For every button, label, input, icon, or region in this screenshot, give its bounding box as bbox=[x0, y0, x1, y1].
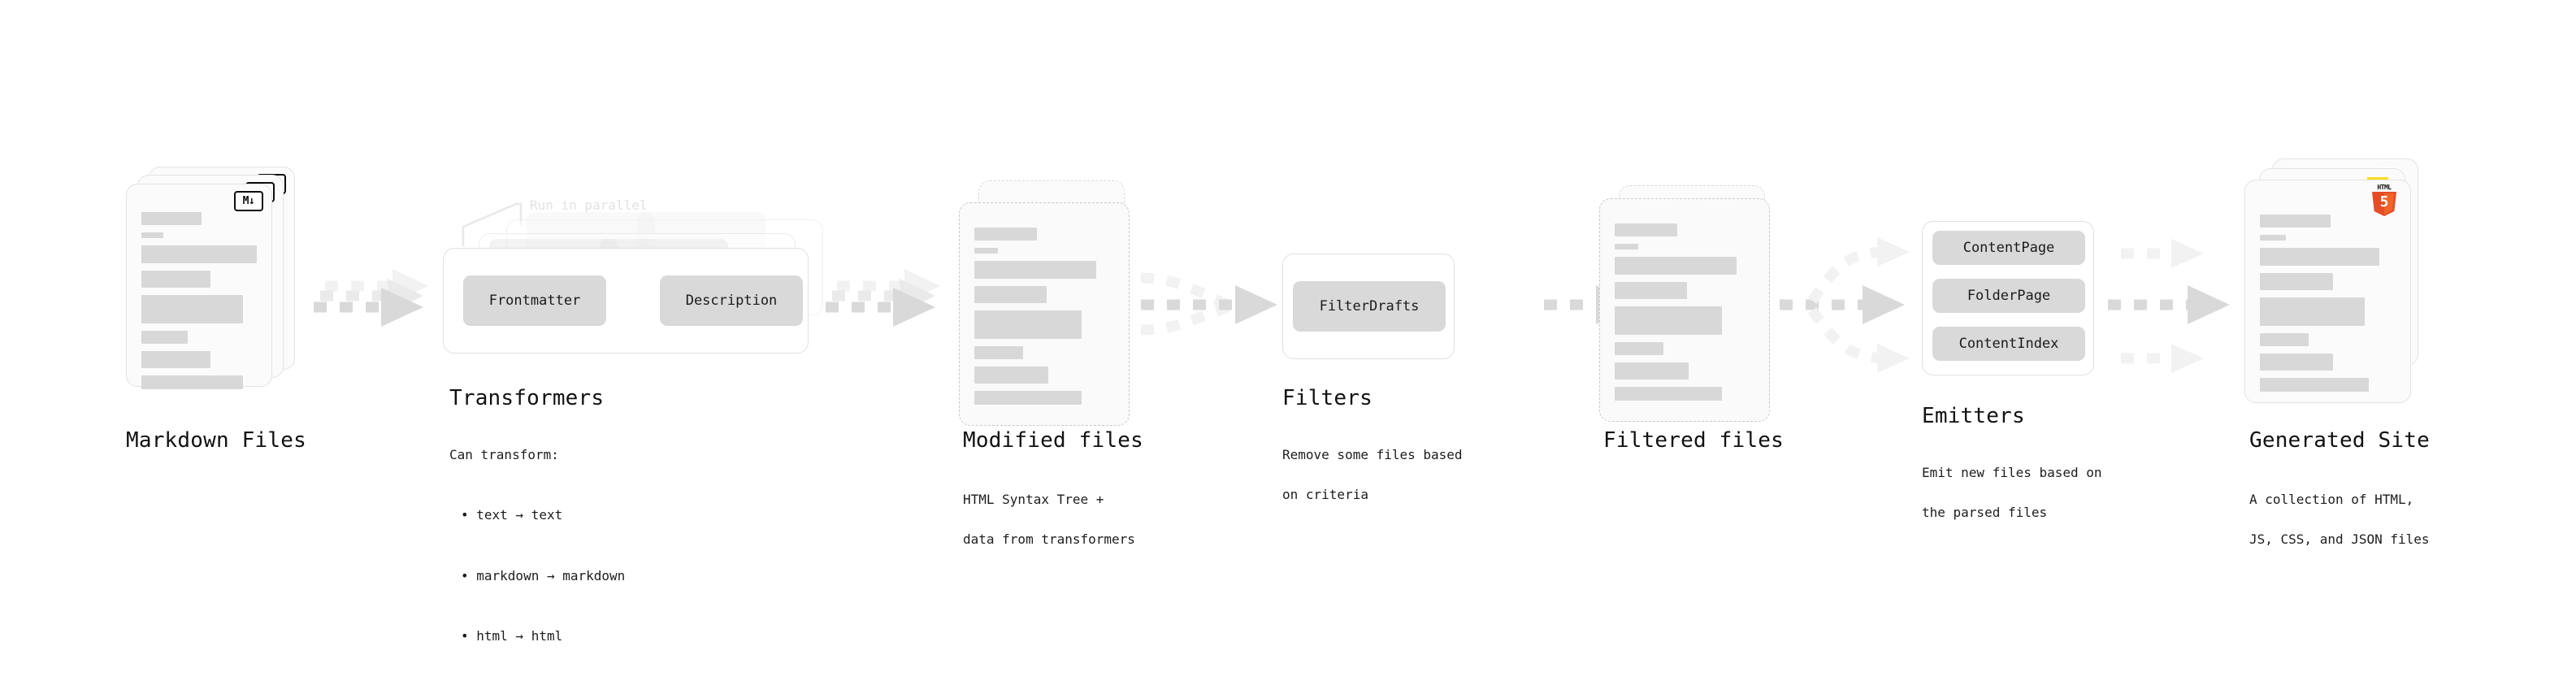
caption-filters: Filters bbox=[1282, 386, 1373, 410]
description-line: Remove some files based bbox=[1282, 446, 1463, 462]
caption-emitters: Emitters bbox=[1922, 404, 2025, 428]
skeleton-bar bbox=[141, 271, 211, 288]
markdown-card-front[interactable]: M↓ bbox=[126, 184, 272, 389]
arrow-emitters-to-site bbox=[2108, 239, 2230, 373]
skeleton-bar bbox=[141, 245, 257, 263]
skeleton-bar bbox=[974, 391, 1082, 405]
filtered-card-front[interactable] bbox=[1599, 198, 1770, 422]
markdown-icon: M↓ bbox=[234, 191, 263, 211]
transformer-group-front[interactable]: Description Frontmatter bbox=[443, 248, 809, 354]
skeleton-bar bbox=[1615, 257, 1737, 275]
bullet-glyph: • bbox=[461, 627, 477, 644]
skeleton-bar bbox=[1615, 306, 1723, 335]
caption-generated-site: Generated Site bbox=[2249, 428, 2430, 453]
bullet-text: markdown → markdown bbox=[476, 567, 626, 583]
modified-card-front[interactable] bbox=[959, 202, 1130, 426]
pill-description[interactable]: Description bbox=[660, 275, 803, 326]
skeleton-bar bbox=[974, 286, 1047, 303]
html5-shield-inner bbox=[2384, 193, 2394, 215]
skeleton-bar bbox=[141, 232, 163, 238]
run-in-parallel-note: Run in parallel bbox=[530, 197, 648, 213]
filtered-card-stack bbox=[1599, 185, 1778, 422]
skeleton-bar bbox=[2260, 378, 2369, 392]
skeleton-bar bbox=[141, 212, 202, 225]
skeleton-bar bbox=[2260, 297, 2365, 326]
markdown-card-stack: M↓ M↓ M↓ bbox=[126, 167, 301, 410]
caption-markdown-files: Markdown Files bbox=[126, 428, 306, 453]
transformers-description-intro: Can transform: bbox=[449, 446, 559, 462]
skeleton-bar bbox=[1615, 387, 1723, 401]
skeleton-bar bbox=[974, 367, 1049, 384]
bullet-text: text → text bbox=[476, 507, 563, 523]
filters-description: Remove some files based on criteria bbox=[1282, 425, 1463, 526]
skeleton-bar bbox=[141, 331, 188, 344]
description-line: on criteria bbox=[1282, 487, 1368, 503]
run-in-parallel-leader bbox=[462, 202, 523, 246]
transformers-bullet-1: • markdown → markdown bbox=[449, 546, 625, 587]
description-line: Emit new files based on bbox=[1922, 464, 2102, 480]
skeleton-body bbox=[2260, 215, 2396, 399]
bullet-glyph: • bbox=[461, 507, 477, 523]
modified-card-stack bbox=[959, 180, 1138, 426]
description-line: HTML Syntax Tree + bbox=[963, 491, 1104, 507]
skeleton-bar bbox=[2260, 235, 2286, 241]
skeleton-bar bbox=[1615, 282, 1688, 299]
skeleton-bar bbox=[974, 248, 999, 254]
transformers-description: Can transform: • text → text • markdown … bbox=[449, 425, 625, 667]
pill-folderpage[interactable]: FolderPage bbox=[1932, 279, 2085, 313]
skeleton-bar bbox=[2260, 248, 2379, 266]
skeleton-bar bbox=[2260, 273, 2334, 290]
emitters-description: Emit new files based on the parsed files bbox=[1922, 443, 2102, 544]
site-card-stack: CSS HTML 5 bbox=[2244, 158, 2427, 410]
skeleton-bar bbox=[974, 310, 1082, 339]
skeleton-body bbox=[1615, 223, 1754, 408]
arrow-modified-to-filters bbox=[1140, 272, 1277, 336]
description-line: data from transformers bbox=[963, 531, 1135, 548]
pill-filterdrafts[interactable]: FilterDrafts bbox=[1293, 281, 1446, 332]
transformers-bullet-2: • html → html bbox=[449, 606, 625, 647]
skeleton-bar bbox=[141, 295, 243, 323]
arrow-filtered-to-emitters bbox=[1780, 237, 1910, 373]
skeleton-bar bbox=[141, 351, 211, 368]
stage-filtered-files bbox=[1599, 185, 1778, 422]
stage-modified-files bbox=[959, 180, 1138, 426]
generated-site-description: A collection of HTML, JS, CSS, and JSON … bbox=[2249, 470, 2430, 570]
skeleton-bar bbox=[974, 346, 1024, 359]
html5-five-glyph: 5 bbox=[2379, 193, 2389, 210]
site-card-html[interactable]: HTML 5 bbox=[2244, 180, 2411, 403]
skeleton-bar bbox=[1615, 223, 1678, 236]
pill-frontmatter[interactable]: Frontmatter bbox=[463, 275, 606, 326]
arrow-markdown-to-transformers bbox=[314, 269, 428, 327]
stage-markdown-files: M↓ M↓ M↓ bbox=[126, 167, 301, 410]
skeleton-body bbox=[141, 212, 257, 397]
emitters-group-box[interactable]: ContentPage FolderPage ContentIndex bbox=[1922, 221, 2094, 375]
description-line: JS, CSS, and JSON files bbox=[2249, 531, 2430, 548]
skeleton-bar bbox=[974, 261, 1096, 279]
skeleton-bar bbox=[1615, 362, 1689, 380]
bullet-glyph: • bbox=[461, 567, 477, 583]
skeleton-bar bbox=[1615, 244, 1639, 249]
skeleton-bar bbox=[1615, 342, 1664, 355]
skeleton-bar bbox=[2260, 215, 2331, 228]
caption-filtered-files: Filtered files bbox=[1603, 428, 1784, 453]
description-line: A collection of HTML, bbox=[2249, 491, 2414, 507]
modified-files-description: HTML Syntax Tree + data from transformer… bbox=[963, 470, 1135, 570]
pill-contentindex[interactable]: ContentIndex bbox=[1932, 327, 2085, 361]
bullet-text: html → html bbox=[476, 627, 563, 644]
skeleton-bar bbox=[141, 375, 243, 389]
skeleton-bar bbox=[974, 228, 1038, 241]
arrow-transformers-to-modified bbox=[826, 269, 940, 327]
transformers-bullet-0: • text → text bbox=[449, 485, 625, 526]
description-line: the parsed files bbox=[1922, 505, 2048, 521]
caption-modified-files: Modified files bbox=[963, 428, 1143, 453]
skeleton-bar bbox=[2260, 333, 2309, 346]
html5-wordmark: HTML bbox=[2377, 184, 2392, 191]
html5-icon: HTML 5 bbox=[2370, 184, 2399, 216]
caption-transformers: Transformers bbox=[449, 386, 605, 410]
skeleton-body bbox=[974, 228, 1114, 412]
pill-contentpage[interactable]: ContentPage bbox=[1932, 231, 2085, 265]
filters-group-box[interactable]: FilterDrafts bbox=[1282, 254, 1455, 359]
stage-generated-site: CSS HTML 5 bbox=[2244, 158, 2427, 410]
skeleton-bar bbox=[2260, 354, 2334, 371]
